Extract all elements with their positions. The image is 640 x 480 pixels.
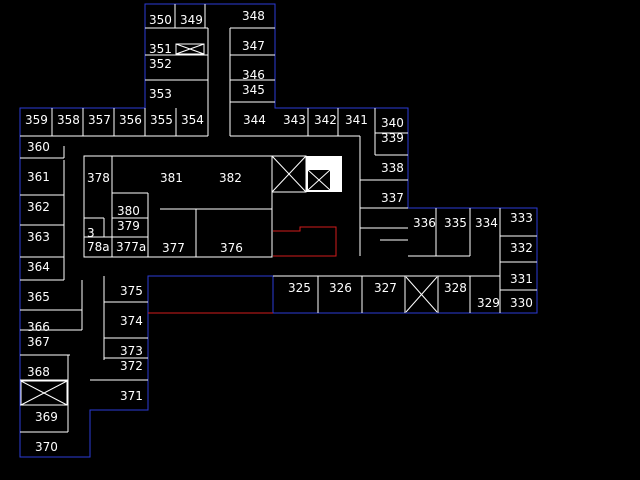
room-label-353[interactable]: 353 [149,87,172,101]
room-label-362[interactable]: 362 [27,200,50,214]
room-label-330[interactable]: 330 [510,296,533,310]
room-label-329[interactable]: 329 [477,296,500,310]
room-label-377[interactable]: 377 [162,241,185,255]
room-label-340[interactable]: 340 [381,116,404,130]
room-label-351[interactable]: 351 [149,42,172,56]
room-label-381[interactable]: 381 [160,171,183,185]
room-label-326[interactable]: 326 [329,281,352,295]
room-label-344[interactable]: 344 [243,113,266,127]
room-label-364[interactable]: 364 [27,260,50,274]
room-label-367[interactable]: 367 [27,335,50,349]
room-label-334[interactable]: 334 [475,216,498,230]
room-label-382[interactable]: 382 [219,171,242,185]
room-label-352[interactable]: 352 [149,57,172,71]
room-label-368[interactable]: 368 [27,365,50,379]
interior-walls [20,4,537,433]
room-label-342[interactable]: 342 [314,113,337,127]
room-label-354[interactable]: 354 [181,113,204,127]
room-label-359[interactable]: 359 [25,113,48,127]
room-label-378[interactable]: 378 [87,171,110,185]
room-label-348[interactable]: 348 [242,9,265,23]
room-label-335[interactable]: 335 [444,216,467,230]
room-label-357[interactable]: 357 [88,113,111,127]
room-label-349[interactable]: 349 [180,13,203,27]
room-label-347[interactable]: 347 [242,39,265,53]
room-label-371[interactable]: 371 [120,389,143,403]
room-label-328[interactable]: 328 [444,281,467,295]
room-label-378a[interactable]: 78a [87,240,110,254]
room-label-379[interactable]: 379 [117,219,140,233]
room-label-374[interactable]: 374 [120,314,143,328]
room-label-363[interactable]: 363 [27,230,50,244]
room-label-332[interactable]: 332 [510,241,533,255]
room-label-361[interactable]: 361 [27,170,50,184]
room-label-355[interactable]: 355 [150,113,173,127]
room-label-325[interactable]: 325 [288,281,311,295]
room-label-356[interactable]: 356 [119,113,142,127]
room-label-338[interactable]: 338 [381,161,404,175]
room-label-350[interactable]: 350 [149,13,172,27]
room-label-380[interactable]: 380 [117,204,140,218]
room-label-370[interactable]: 370 [35,440,58,454]
room-label-360[interactable]: 360 [27,140,50,154]
highlight-route [148,226,337,314]
room-label-327[interactable]: 327 [374,281,397,295]
room-label-337[interactable]: 337 [381,191,404,205]
room-label-333[interactable]: 333 [510,211,533,225]
room-label-365[interactable]: 365 [27,290,50,304]
room-label-358[interactable]: 358 [57,113,80,127]
room-label-377a[interactable]: 377a [116,240,146,254]
room-label-372[interactable]: 372 [120,359,143,373]
room-label-375[interactable]: 375 [120,284,143,298]
room-label-331[interactable]: 331 [510,272,533,286]
room-label-336[interactable]: 336 [413,216,436,230]
room-label-373[interactable]: 373 [120,344,143,358]
room-label-366[interactable]: 366 [27,320,50,334]
room-label-369[interactable]: 369 [35,410,58,424]
room-label-343[interactable]: 343 [283,113,306,127]
room-label-346[interactable]: 346 [242,68,265,82]
room-label-378a-top[interactable]: 3 [87,226,95,240]
room-label-339[interactable]: 339 [381,131,404,145]
room-label-341[interactable]: 341 [345,113,368,127]
room-label-376[interactable]: 376 [220,241,243,255]
room-label-345[interactable]: 345 [242,83,265,97]
